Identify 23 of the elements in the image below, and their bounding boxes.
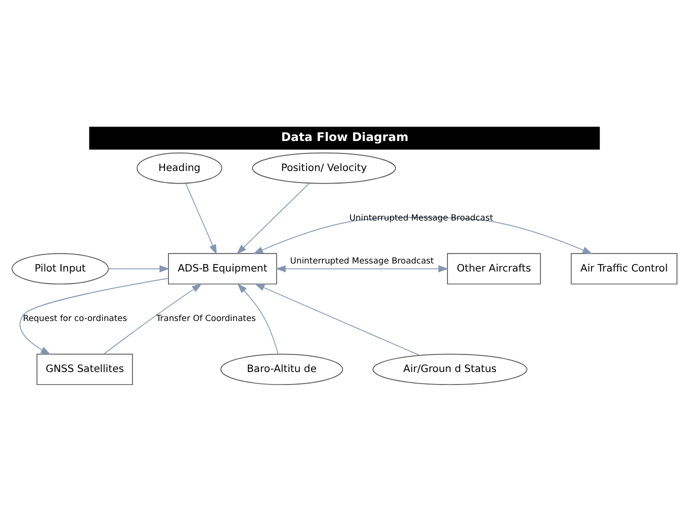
node-ellipse: Position/ Velocity <box>252 152 396 184</box>
arrow <box>185 183 217 255</box>
node-ellipse: Air/Groun d Status <box>372 354 528 386</box>
node-box: ADS-B Equipment <box>168 253 278 284</box>
arrow <box>20 278 169 355</box>
node-box: Air Traffic Control <box>570 253 678 284</box>
arrow <box>254 284 420 356</box>
arrow <box>252 216 593 254</box>
arrow <box>276 265 448 272</box>
arrow <box>237 283 279 355</box>
edge-label: Transfer Of Coordinates <box>156 313 256 324</box>
node-ellipse: Baro-Altitu de <box>220 354 344 386</box>
diagram-title: Data Flow Diagram <box>281 130 408 144</box>
node-box: Other Aircrafts <box>447 253 541 284</box>
arrow <box>108 265 170 272</box>
arrow <box>236 182 310 254</box>
node-ellipse: Pilot Input <box>12 253 109 284</box>
edge-label: Request for co-ordinates <box>23 313 128 324</box>
arrow <box>103 283 202 355</box>
edge-label: Uninterrupted Message Broadcast <box>349 212 494 223</box>
node-box: GNSS Satellites <box>36 354 133 386</box>
node-ellipse: Heading <box>136 152 222 184</box>
edge-label: Uninterrupted Message Broadcast <box>290 256 434 266</box>
